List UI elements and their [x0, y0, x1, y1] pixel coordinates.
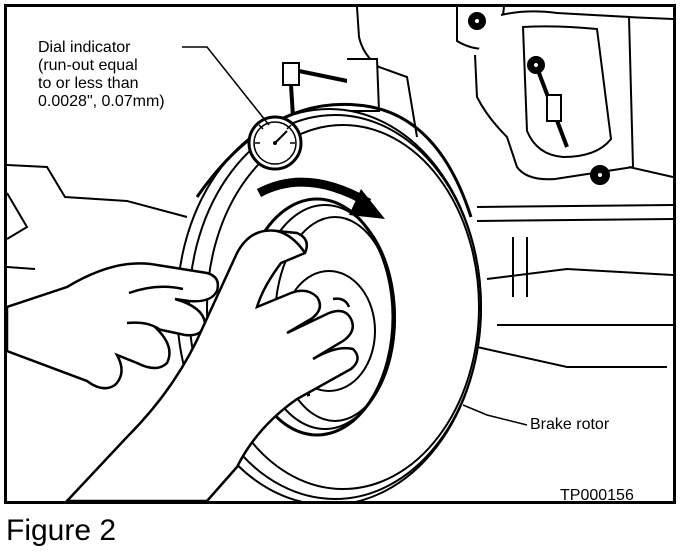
caliper-assembly: [356, 7, 673, 185]
runout-spec-line-3: 0.0028", 0.07mm): [38, 93, 165, 110]
callout-leaders: [182, 46, 528, 426]
figure-frame: Dial indicator (run-out equal to or less…: [4, 4, 676, 504]
brake-rotor-label: Brake rotor: [530, 416, 610, 433]
vehicle-body-left: [7, 164, 188, 270]
suspension-arm: [476, 204, 673, 368]
runout-spec-line-2: to or less than: [38, 75, 139, 92]
figure-caption: Figure 2: [6, 514, 117, 547]
runout-spec-line-1: (run-out equal: [38, 57, 138, 74]
drawing-id: TP000156: [560, 487, 634, 504]
dial-indicator-label: Dial indicator: [38, 39, 131, 56]
right-hand: [65, 229, 359, 501]
brake-rotor-runout-illustration: [7, 7, 673, 501]
dial-indicator-callout: Dial indicator (run-out equal to or less…: [38, 39, 165, 111]
dial-indicator-gauge: [247, 115, 303, 171]
rotation-arrow: [256, 177, 385, 219]
